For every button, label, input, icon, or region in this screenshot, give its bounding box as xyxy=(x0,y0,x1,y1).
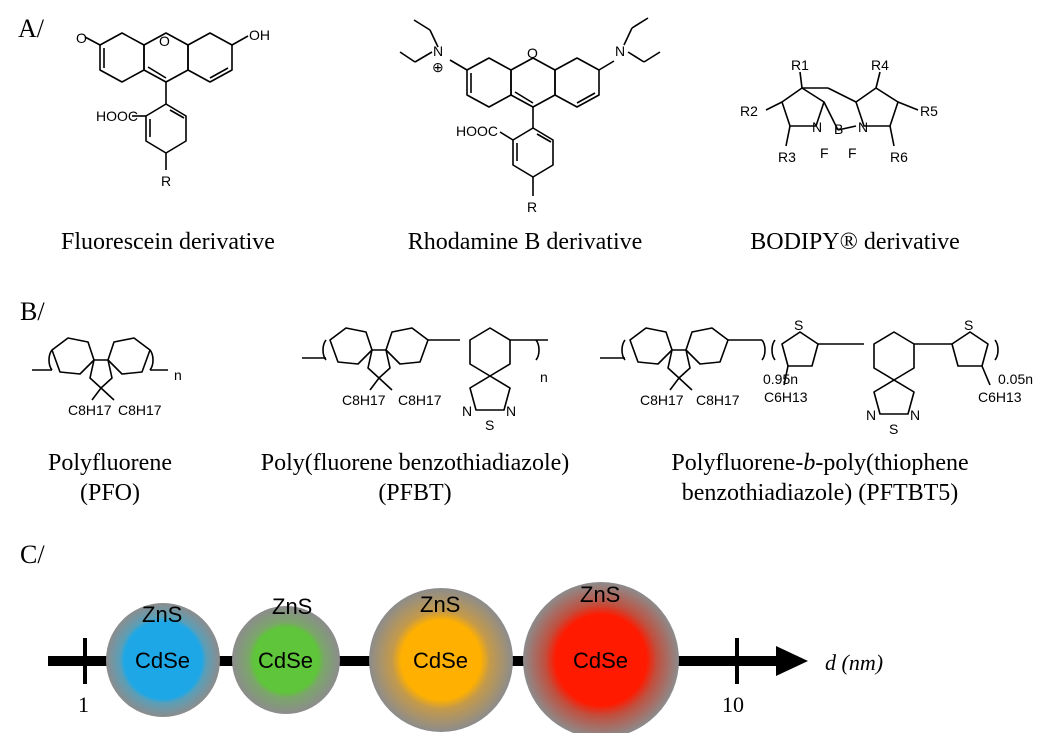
bodipy-r2: R2 xyxy=(740,103,758,119)
pftbt5-n2: N xyxy=(910,407,920,423)
pftbt5-caption-line2: benzothiadiazole) (PFTBT5) xyxy=(681,480,959,506)
pftbt5-caption-pre: Polyfluorene- xyxy=(671,450,804,476)
pftbt5-s-right: S xyxy=(964,317,973,333)
pfbt-caption-line1: Poly(fluorene benzothiadiazole) xyxy=(260,450,570,476)
pfbt-alkyl-left: C8H17 xyxy=(342,392,386,408)
pfbt-structure xyxy=(302,327,548,411)
fluorescein-ring-o: O xyxy=(159,33,170,49)
bodipy-r6: R6 xyxy=(890,149,908,165)
pfo-alkyl-left: C8H17 xyxy=(68,402,112,418)
pftbt5-caption-post: -poly(thiophene xyxy=(815,450,969,476)
bodipy-f-right: F xyxy=(848,145,857,161)
panel-b-label: B/ xyxy=(20,297,45,326)
quantum-dot-2 xyxy=(232,606,340,714)
pftbt5-s-left: S xyxy=(794,317,803,333)
pfo-sub-n: n xyxy=(174,367,182,383)
pfo-alkyl-right: C8H17 xyxy=(118,402,162,418)
quantum-dot-3 xyxy=(369,588,513,732)
dot-4-core-label: CdSe xyxy=(573,648,628,673)
bodipy-n-right: N xyxy=(858,119,868,135)
fluorescein-keto-o: O xyxy=(76,30,87,46)
fluorescein-structure xyxy=(84,32,249,170)
rhodamine-cooh: HOOC xyxy=(456,123,498,139)
pftbt5-alkyl-right: C8H17 xyxy=(696,392,740,408)
bodipy-n-left: N xyxy=(812,119,822,135)
pftbt5-alkyl-left: C8H17 xyxy=(640,392,684,408)
fluorescein-caption: Fluorescein derivative xyxy=(61,229,275,255)
bodipy-b: B xyxy=(834,121,843,137)
rhodamine-ring-o: O xyxy=(527,45,538,61)
pftbt5-structure xyxy=(600,327,999,415)
pftbt5-caption: Polyfluorene-b-poly(thiophene benzothiad… xyxy=(630,448,1010,508)
pftbt5-caption-italic: b xyxy=(803,450,816,476)
panel-c-label: C/ xyxy=(20,540,45,569)
pfbt-caption-line2: (PFBT) xyxy=(378,480,452,506)
dot-1-core-label: CdSe xyxy=(135,648,190,673)
pfo-caption: Polyfluorene (PFO) xyxy=(10,448,210,508)
quantum-dot-1 xyxy=(106,603,220,717)
pftbt5-sub-b: 0.05n xyxy=(998,371,1033,387)
pfbt-alkyl-right: C8H17 xyxy=(398,392,442,408)
rhodamine-r: R xyxy=(527,199,537,215)
rhodamine-structure xyxy=(399,17,661,196)
rhodamine-plus: ⊕ xyxy=(432,59,444,75)
dot-2-core-label: CdSe xyxy=(258,648,313,673)
pfbt-s: S xyxy=(485,417,494,433)
bodipy-r1: R1 xyxy=(791,57,809,73)
bodipy-f-left: F xyxy=(820,145,829,161)
quantum-dot-4 xyxy=(523,582,679,733)
bodipy-r3: R3 xyxy=(778,149,796,165)
pftbt5-hexyl-right: C6H13 xyxy=(978,389,1022,405)
rhodamine-n-right: N xyxy=(615,43,625,59)
quantum-dots xyxy=(106,582,679,733)
pfo-caption-line1: Polyfluorene xyxy=(48,450,172,476)
pfo-caption-line2: (PFO) xyxy=(79,480,140,506)
bodipy-r4: R4 xyxy=(871,57,889,73)
pftbt5-n1: N xyxy=(866,407,876,423)
pfbt-caption: Poly(fluorene benzothiadiazole) (PFBT) xyxy=(240,448,590,508)
dot-3-shell-label: ZnS xyxy=(420,592,460,617)
pftbt5-sub-a: 0.95n xyxy=(763,371,798,387)
pfo-structure xyxy=(32,337,168,401)
dot-1-shell-label: ZnS xyxy=(142,602,182,627)
tick-left-label: 1 xyxy=(78,692,89,717)
bodipy-r5: R5 xyxy=(920,103,938,119)
pftbt5-caption-line1: Polyfluorene-b-poly(thiophene xyxy=(630,448,1010,478)
panel-a-label: A/ xyxy=(18,14,44,43)
fluorescein-cooh: HOOC xyxy=(96,108,138,124)
tick-right-label: 10 xyxy=(722,692,744,717)
dot-2-shell-label: ZnS xyxy=(272,594,312,619)
pfbt-n2: N xyxy=(506,403,516,419)
rhodamine-n-plus: N xyxy=(433,43,443,59)
bodipy-caption: BODIPY® derivative xyxy=(750,229,960,255)
pftbt5-s: S xyxy=(889,421,898,437)
rhodamine-caption: Rhodamine B derivative xyxy=(407,229,643,255)
dot-4-shell-label: ZnS xyxy=(580,582,620,607)
pfbt-sub-n: n xyxy=(540,369,548,385)
bodipy-structure xyxy=(765,71,919,147)
fluorescein-oh: OH xyxy=(249,27,270,43)
axis-label: d (nm) xyxy=(825,650,883,675)
pftbt5-hexyl-left: C6H13 xyxy=(764,389,808,405)
dot-3-core-label: CdSe xyxy=(413,648,468,673)
fluorescein-r: R xyxy=(161,173,171,189)
pfbt-n1: N xyxy=(462,403,472,419)
